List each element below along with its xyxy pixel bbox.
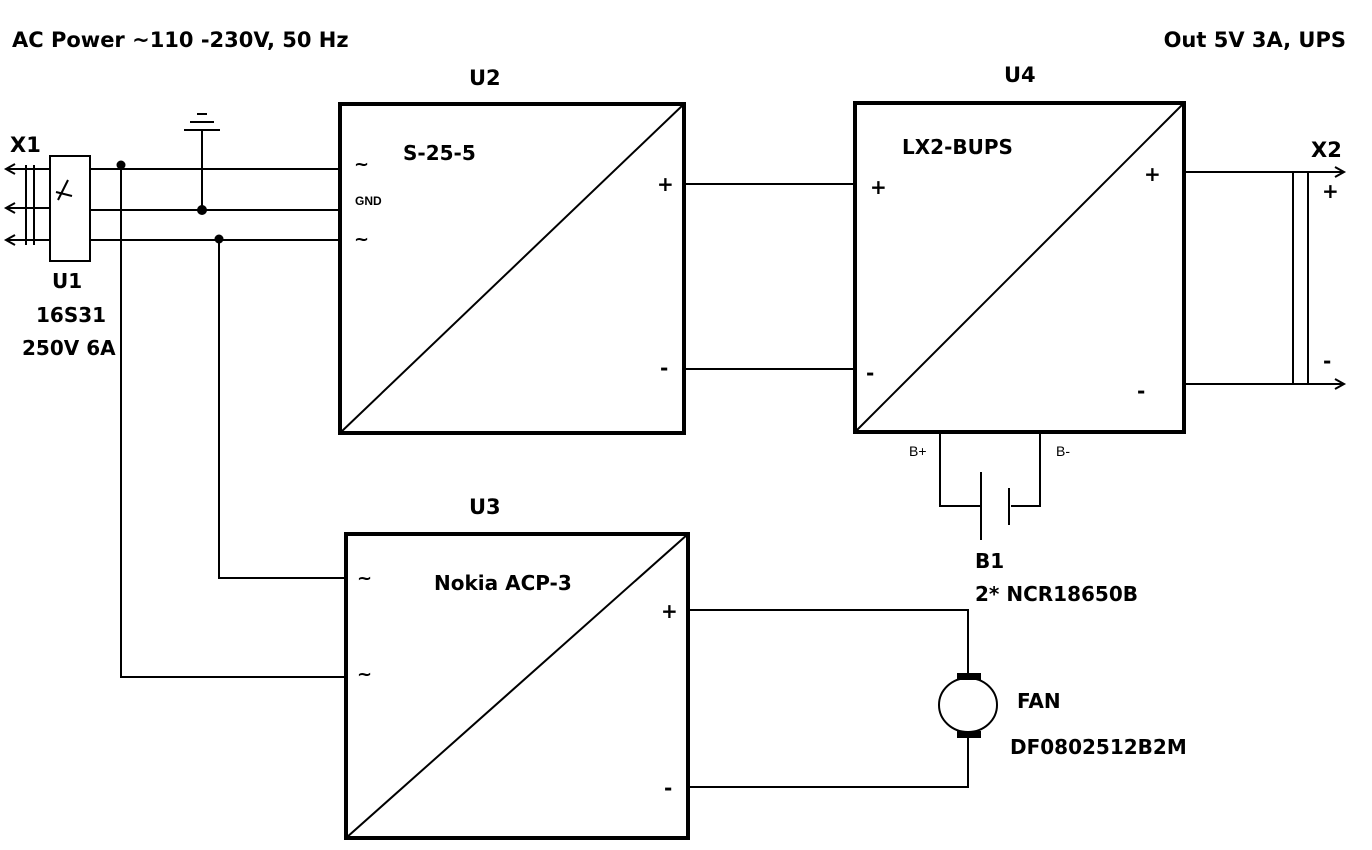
- u4-label: U4: [1004, 63, 1036, 87]
- u2-pin-ac2: ~: [354, 229, 369, 250]
- ground-symbol: [184, 113, 220, 215]
- u4-ups-module: U4 LX2-BUPS + - + - B+ B-: [853, 63, 1186, 459]
- u4-pin-bat-plus: B+: [909, 443, 927, 459]
- input-power-label: AC Power ~110 -230V, 50 Hz: [12, 28, 349, 52]
- u1-label: U1: [52, 269, 82, 293]
- u2-u4-wires: [684, 183, 854, 370]
- x2-label: X2: [1311, 138, 1342, 162]
- u4-pin-out-plus: +: [1144, 162, 1161, 186]
- u2-power-supply: U2 S-25-5 ~ GND ~ + -: [338, 66, 686, 435]
- x1-label: X1: [10, 133, 41, 157]
- u3-feed-wires: [116, 160, 346, 678]
- x2-minus-label: -: [1323, 349, 1331, 373]
- u2-label: U2: [469, 66, 501, 90]
- u1-rating-label: 250V 6A: [22, 336, 116, 360]
- x1-connector: X1: [3, 133, 50, 246]
- u3-pin-ac1: ~: [357, 568, 372, 589]
- u3-part-label: Nokia ACP-3: [434, 571, 572, 595]
- b1-part-label: 2* NCR18650B: [975, 582, 1138, 606]
- fan-part-label: DF0802512B2M: [1010, 735, 1187, 759]
- fan-motor: FAN DF0802512B2M: [688, 609, 1187, 788]
- u2-part-label: S-25-5: [403, 141, 476, 165]
- b1-label: B1: [975, 549, 1004, 573]
- x2-plus-label: +: [1322, 179, 1339, 203]
- ac-bus-wires: [90, 168, 338, 241]
- u2-pin-gnd: GND: [355, 194, 382, 208]
- u1-part-label: 16S31: [36, 303, 106, 327]
- u3-label: U3: [469, 495, 501, 519]
- u2-pin-ac1: ~: [354, 154, 369, 175]
- u3-charger: U3 Nokia ACP-3 ~ ~ + -: [344, 495, 690, 840]
- x2-connector: X2 + -: [1184, 138, 1347, 390]
- u3-pin-plus: +: [661, 599, 678, 623]
- b1-battery: B1 2* NCR18650B: [939, 432, 1138, 606]
- u3-pin-minus: -: [664, 776, 672, 800]
- u4-pin-in-plus: +: [870, 175, 887, 199]
- output-power-label: Out 5V 3A, UPS: [1164, 28, 1346, 52]
- u2-pin-plus: +: [657, 172, 674, 196]
- u4-part-label: LX2-BUPS: [902, 135, 1013, 159]
- u2-pin-minus: -: [660, 356, 668, 380]
- u4-pin-out-minus: -: [1137, 379, 1145, 403]
- u3-pin-ac2: ~: [357, 664, 372, 685]
- u4-pin-in-minus: -: [866, 361, 874, 385]
- fan-label: FAN: [1017, 689, 1061, 713]
- u4-pin-bat-minus: B-: [1056, 443, 1070, 459]
- u1-breaker: U1 16S31 250V 6A: [22, 155, 116, 360]
